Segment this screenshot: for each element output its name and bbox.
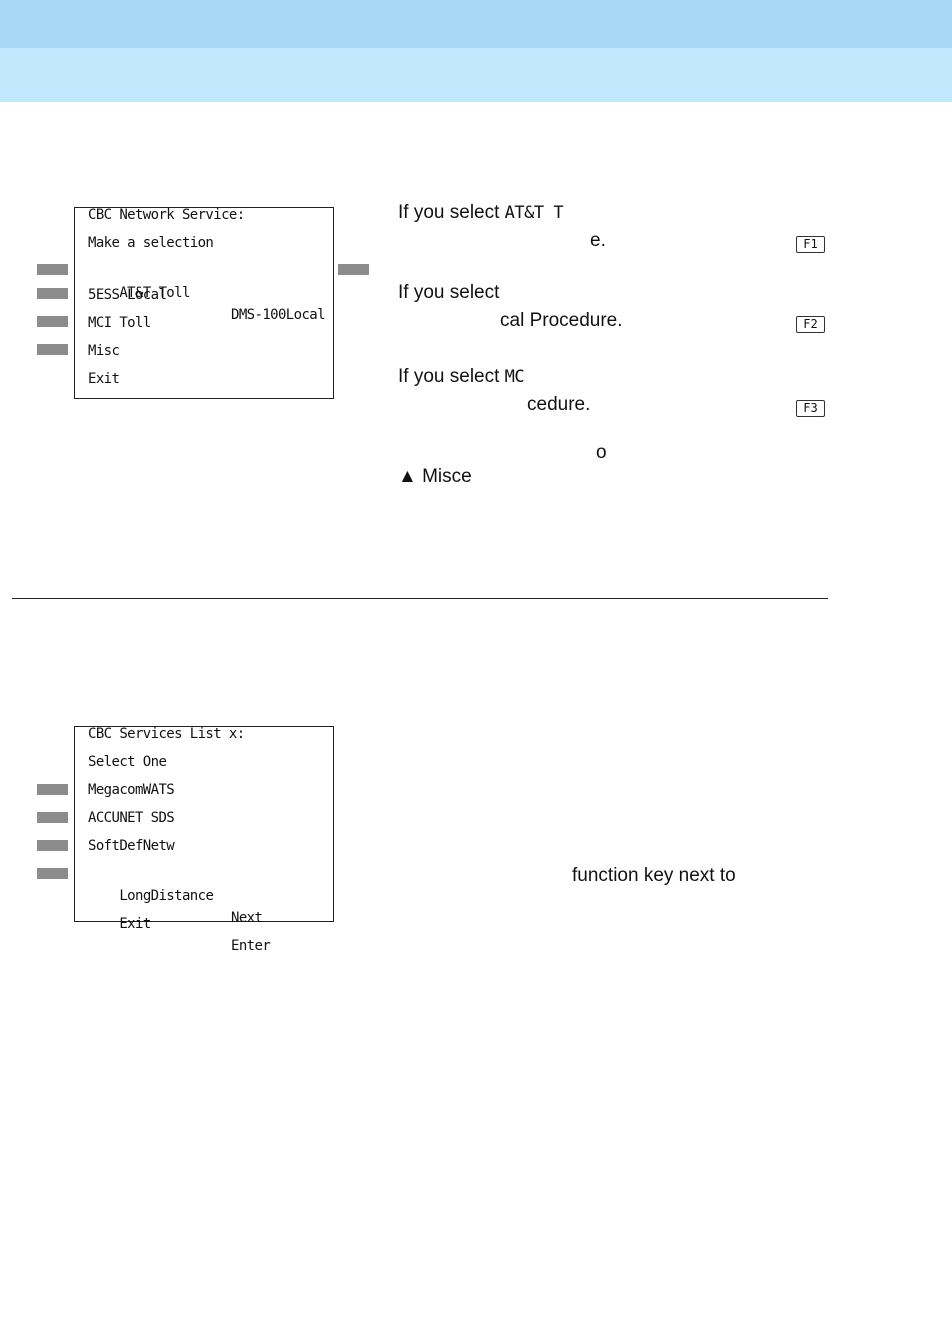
softkey-1-left[interactable] [37, 784, 68, 795]
instruction-misc-line1: o [596, 442, 607, 463]
instruction-att-line1: If you select AT&T T [398, 201, 564, 225]
header-band-top [0, 0, 952, 48]
instruction-misc-line2: ▲ Misce [398, 465, 472, 489]
f3-key: F3 [796, 400, 825, 417]
screen-prompt: Select One [88, 754, 167, 770]
screen-title: CBC Services List x: [88, 726, 245, 742]
cbc-services-list-screen: CBC Services List x: Select One MegacomW… [74, 726, 334, 954]
menu-option-exit[interactable]: Exit Enter [88, 891, 270, 954]
instruction-5ess-line1: If you select [398, 282, 500, 303]
screen-prompt: Make a selection [88, 235, 214, 251]
header-band-bottom [0, 48, 952, 102]
menu-option-longdistance[interactable]: LongDistance Next [88, 863, 263, 926]
softkey-3-left[interactable] [37, 316, 68, 327]
menu-option-accunet-sds[interactable]: ACCUNET SDS [88, 810, 175, 826]
instruction-mci-line1: If you select MC [398, 365, 525, 389]
menu-option-5ess-local[interactable]: 5ESS Local [88, 287, 167, 303]
menu-option-next[interactable]: Next [231, 910, 263, 926]
instruction-text: Misce [416, 466, 472, 487]
menu-option-enter[interactable]: Enter [231, 938, 271, 954]
f1-key: F1 [796, 236, 825, 253]
menu-option-exit[interactable]: Exit [88, 371, 120, 387]
instruction-text: If you select [398, 202, 505, 223]
softkey-3-left[interactable] [37, 840, 68, 851]
section-divider [12, 598, 828, 599]
menu-option-megacom-wats[interactable]: MegacomWATS [88, 782, 175, 798]
softkey-4-left[interactable] [37, 868, 68, 879]
menu-option-misc[interactable]: Misc [88, 343, 120, 359]
menu-option-softdefnetw[interactable]: SoftDefNetw [88, 838, 175, 854]
option-label: LongDistance [119, 888, 214, 904]
instruction-code: AT&T T [504, 203, 564, 223]
instruction-att-line2: e. [590, 230, 606, 251]
menu-option-att-toll[interactable]: AT&T Toll DMS-100Local [88, 260, 325, 323]
option-label: AT&T Toll [119, 285, 190, 301]
cbc-network-service-screen: CBC Network Service: Make a selection AT… [74, 207, 334, 399]
menu-option-mci-toll[interactable]: MCI Toll [88, 315, 151, 331]
softkey-2-left[interactable] [37, 812, 68, 823]
instruction-mci-line2: cedure. [527, 394, 591, 415]
triangle-bullet-icon: ▲ [398, 466, 417, 487]
option-label: Exit [119, 916, 151, 932]
f2-key: F2 [796, 316, 825, 333]
softkey-2-left[interactable] [37, 288, 68, 299]
softkey-4-left[interactable] [37, 344, 68, 355]
step-text: function key next to [572, 865, 736, 886]
screen-title: CBC Network Service: [88, 207, 245, 223]
menu-option-dms-100-local[interactable]: DMS-100Local [231, 307, 326, 323]
softkey-1-left[interactable] [37, 264, 68, 275]
softkey-1-right[interactable] [338, 264, 369, 275]
instruction-5ess-line2: cal Procedure. [500, 310, 623, 331]
instruction-code: MC [504, 367, 525, 387]
instruction-text: If you select [398, 366, 505, 387]
